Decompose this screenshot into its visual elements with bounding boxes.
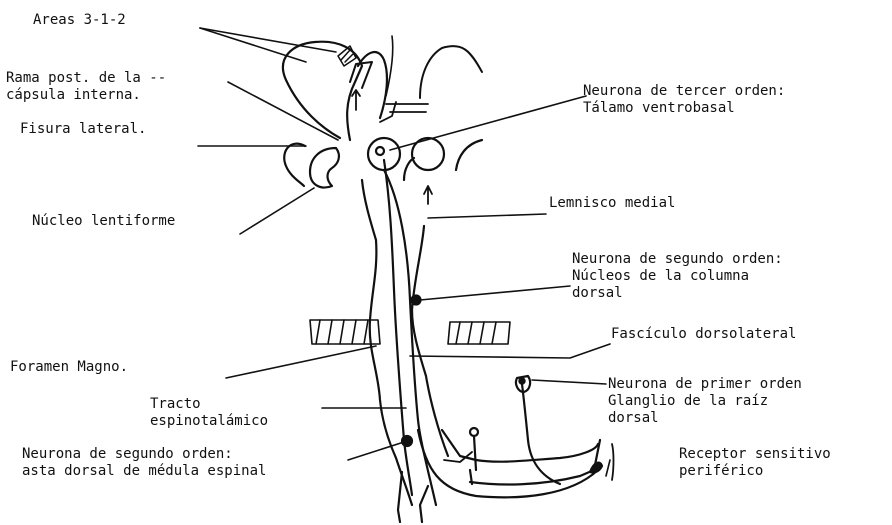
label-fisura-lateral: Fisura lateral. bbox=[20, 121, 146, 138]
label-rama-post: Rama post. de la -- cápsula interna. bbox=[6, 70, 166, 104]
hatched-cortex-area bbox=[338, 46, 356, 66]
label-tracto-espinotalamico: Tracto espinotalámico bbox=[150, 396, 268, 430]
cortex-outline bbox=[283, 36, 482, 140]
label-fasciculo-dorsolateral: Fascículo dorsolateral bbox=[611, 326, 796, 343]
label-nucleo-lentiforme: Núcleo lentiforme bbox=[32, 213, 175, 230]
label-foramen-magno: Foramen Magno. bbox=[10, 359, 128, 376]
label-receptor: Receptor sensitivo periférico bbox=[679, 446, 831, 480]
label-lemnisco-medial: Lemnisco medial bbox=[549, 195, 675, 212]
receptor-brace bbox=[612, 444, 614, 480]
foramen-hatch bbox=[310, 320, 510, 344]
label-neurona-primer-orden: Neurona de primer orden Glanglio de la r… bbox=[608, 376, 802, 427]
label-neurona-segundo-columna: Neurona de segundo orden: Núcleos de la … bbox=[572, 251, 783, 302]
label-neurona-tercer-orden: Neurona de tercer orden: Tálamo ventroba… bbox=[583, 83, 785, 117]
brain-structures bbox=[284, 138, 482, 204]
label-areas: Areas 3-1-2 bbox=[33, 12, 126, 29]
label-neurona-segundo-asta: Neurona de segundo orden: asta dorsal de… bbox=[22, 446, 266, 480]
